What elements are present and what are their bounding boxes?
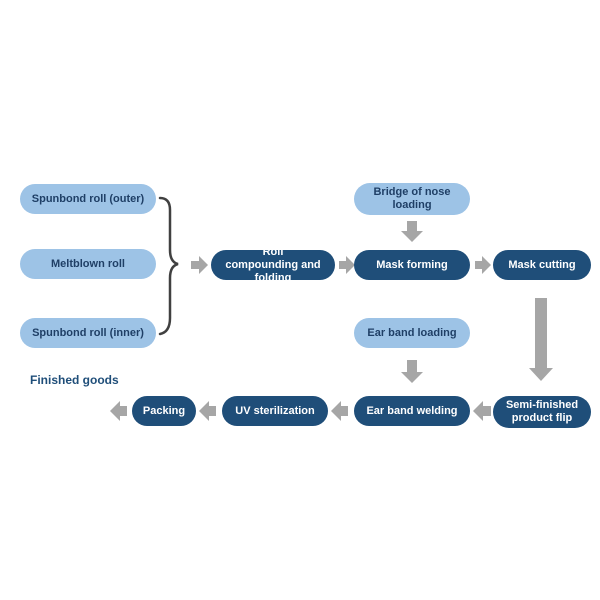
meltblown-node: Meltblown roll [20, 249, 156, 279]
uv-sterilization-node: UV sterilization [222, 396, 328, 426]
arrow-to-uv-sterilization [331, 401, 348, 421]
packing-node: Packing [132, 396, 196, 426]
arrow-ear-band-down [401, 360, 423, 383]
arrow-mask-cutting-down [529, 298, 553, 381]
arrow-to-ear-band-welding [473, 401, 491, 421]
semi-finished-flip-node: Semi-finished product flip [493, 396, 591, 428]
ear-band-loading-node: Ear band loading [354, 318, 470, 348]
roll-compounding-node: Roll compounding and folding [211, 246, 335, 284]
arrow-to-mask-forming [339, 256, 355, 274]
arrow-to-mask-cutting [475, 256, 491, 274]
mask-forming-node: Mask forming [354, 250, 470, 280]
nose-bridge-node: Bridge of nose loading [354, 183, 470, 215]
arrow-nose-bridge-down [401, 221, 423, 242]
arrow-to-finished-goods [110, 401, 127, 421]
arrow-to-packing [199, 401, 216, 421]
finished-goods-label: Finished goods [30, 373, 119, 387]
grouping-brace [158, 196, 179, 336]
arrow-to-roll-compounding [191, 256, 208, 274]
mask-cutting-node: Mask cutting [493, 250, 591, 280]
spunbond-inner-node: Spunbond roll (inner) [20, 318, 156, 348]
spunbond-outer-node: Spunbond roll (outer) [20, 184, 156, 214]
ear-band-welding-node: Ear band welding [354, 396, 470, 426]
